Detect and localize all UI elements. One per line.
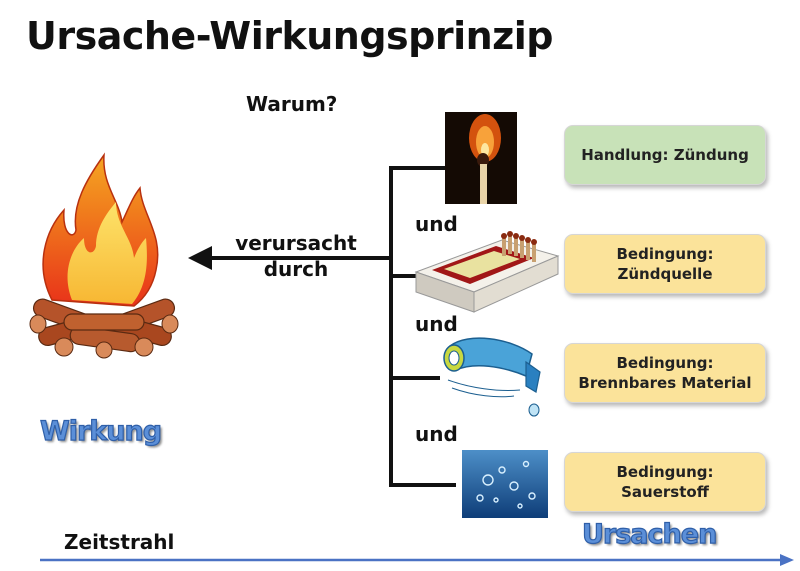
matchbox-icon [414, 231, 560, 313]
cause-box-ignition: Handlung: Zündung [564, 125, 766, 185]
fuel-can-icon [443, 337, 541, 417]
cause-box-flammable-material: Bedingung: Brennbares Material [564, 343, 766, 403]
arrow-label: verursacht durch [235, 231, 357, 281]
effect-label: Wirkung [39, 415, 162, 447]
air-bubbles-icon [462, 450, 548, 518]
cause-box-oxygen: Bedingung: Sauerstoff [564, 452, 766, 512]
causes-label: Ursachen [581, 518, 718, 550]
page-title: Ursache-Wirkungsprinzip [26, 14, 554, 58]
connector-and-1: und [415, 212, 458, 236]
cause-bracket-lines [188, 166, 456, 487]
timeline-label: Zeitstrahl [64, 530, 175, 554]
connector-and-3: und [415, 422, 458, 446]
question-label: Warum? [246, 92, 338, 116]
campfire-icon [29, 152, 179, 359]
burning-match-icon [445, 112, 517, 204]
timeline-arrow [40, 554, 794, 566]
connector-and-2: und [415, 312, 458, 336]
cause-box-ignition-source: Bedingung: Zündquelle [564, 234, 766, 294]
